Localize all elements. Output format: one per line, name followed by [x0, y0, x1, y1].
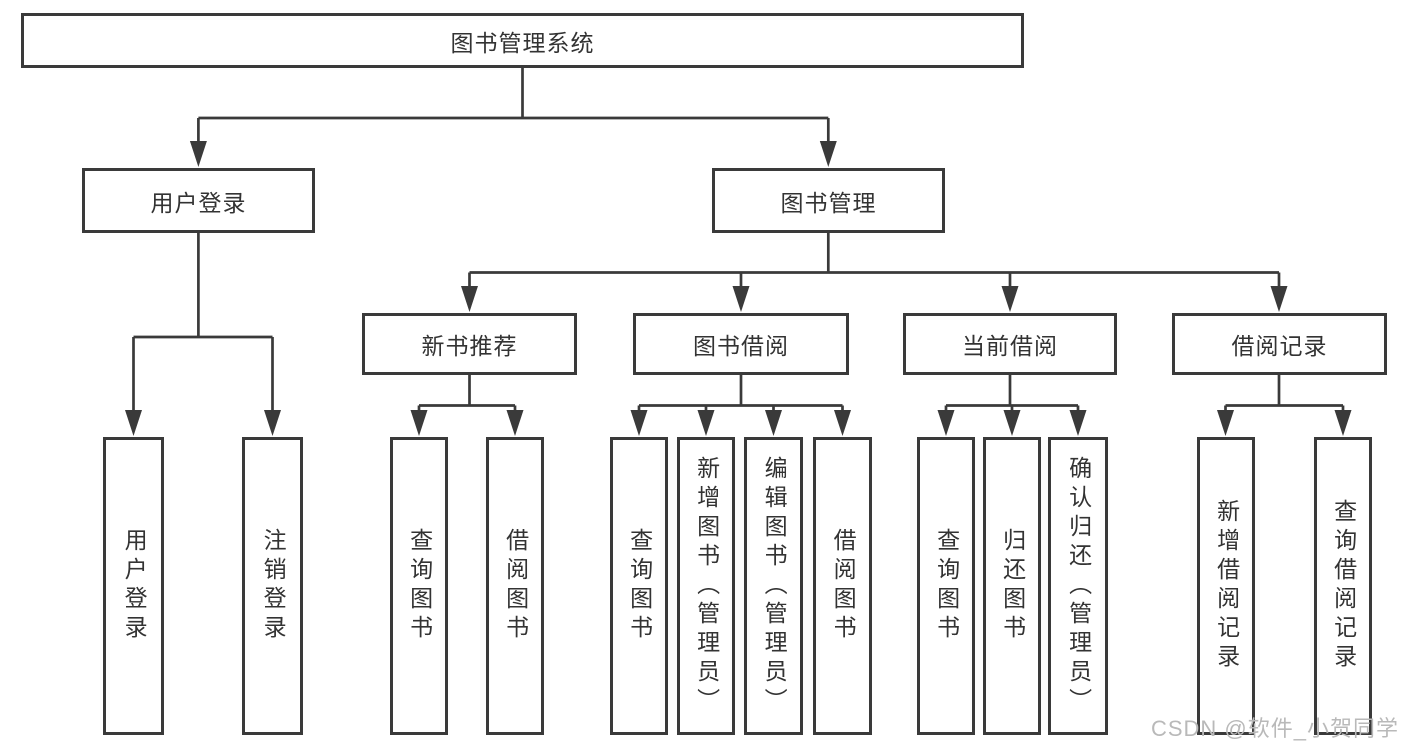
- node-new-book-recommend-label: 新书推荐: [421, 333, 518, 359]
- leaf-query-borrow-record-label: 查询借阅记录: [1330, 499, 1357, 673]
- leaf-borrow-books-1-label: 借阅图书: [502, 528, 529, 644]
- leaf-confirm-return-admin: 确认归还（管理员）: [1048, 437, 1108, 735]
- leaf-add-borrow-record: 新增借阅记录: [1197, 437, 1255, 735]
- node-borrow-records-label: 借阅记录: [1231, 333, 1328, 359]
- leaf-add-book-admin-label: 新增图书（管理员）: [693, 455, 720, 717]
- node-book-management: 图书管理: [712, 168, 945, 233]
- leaf-logout-label: 注销登录: [260, 528, 287, 644]
- leaf-query-books-2: 查询图书: [610, 437, 668, 735]
- leaf-query-books-3-label: 查询图书: [933, 528, 960, 644]
- leaf-query-books-3: 查询图书: [917, 437, 975, 735]
- leaf-confirm-return-admin-label: 确认归还（管理员）: [1065, 455, 1092, 717]
- node-current-borrow-label: 当前借阅: [962, 333, 1058, 359]
- leaf-logout: 注销登录: [242, 437, 303, 735]
- leaf-user-login: 用户登录: [103, 437, 164, 735]
- node-current-borrow: 当前借阅: [903, 313, 1117, 375]
- leaf-query-borrow-record: 查询借阅记录: [1314, 437, 1372, 735]
- node-book-borrow: 图书借阅: [633, 313, 849, 375]
- leaf-borrow-books-2: 借阅图书: [813, 437, 872, 735]
- node-borrow-records: 借阅记录: [1172, 313, 1387, 375]
- leaf-query-books-1: 查询图书: [390, 437, 448, 735]
- leaf-borrow-books-2-label: 借阅图书: [830, 528, 857, 644]
- leaf-borrow-books-1: 借阅图书: [486, 437, 544, 735]
- leaf-user-login-label: 用户登录: [121, 528, 148, 644]
- leaf-return-books: 归还图书: [983, 437, 1041, 735]
- node-new-book-recommend: 新书推荐: [362, 313, 577, 375]
- csdn-watermark: CSDN @软件_小贺同学: [1150, 716, 1399, 741]
- node-book-borrow-label: 图书借阅: [693, 333, 789, 359]
- node-library-system-label: 图书管理系统: [450, 29, 595, 56]
- leaf-edit-book-admin: 编辑图书（管理员）: [744, 437, 803, 735]
- node-user-login: 用户登录: [82, 168, 315, 233]
- leaf-query-books-2-label: 查询图书: [626, 528, 653, 644]
- leaf-add-borrow-record-label: 新增借阅记录: [1213, 499, 1240, 673]
- node-user-login-label: 用户登录: [150, 189, 247, 216]
- leaf-edit-book-admin-label: 编辑图书（管理员）: [761, 455, 788, 717]
- node-library-system: 图书管理系统: [21, 13, 1024, 68]
- leaf-add-book-admin: 新增图书（管理员）: [677, 437, 735, 735]
- leaf-query-books-1-label: 查询图书: [406, 528, 433, 644]
- leaf-return-books-label: 归还图书: [999, 528, 1026, 644]
- node-book-management-label: 图书管理: [780, 189, 877, 216]
